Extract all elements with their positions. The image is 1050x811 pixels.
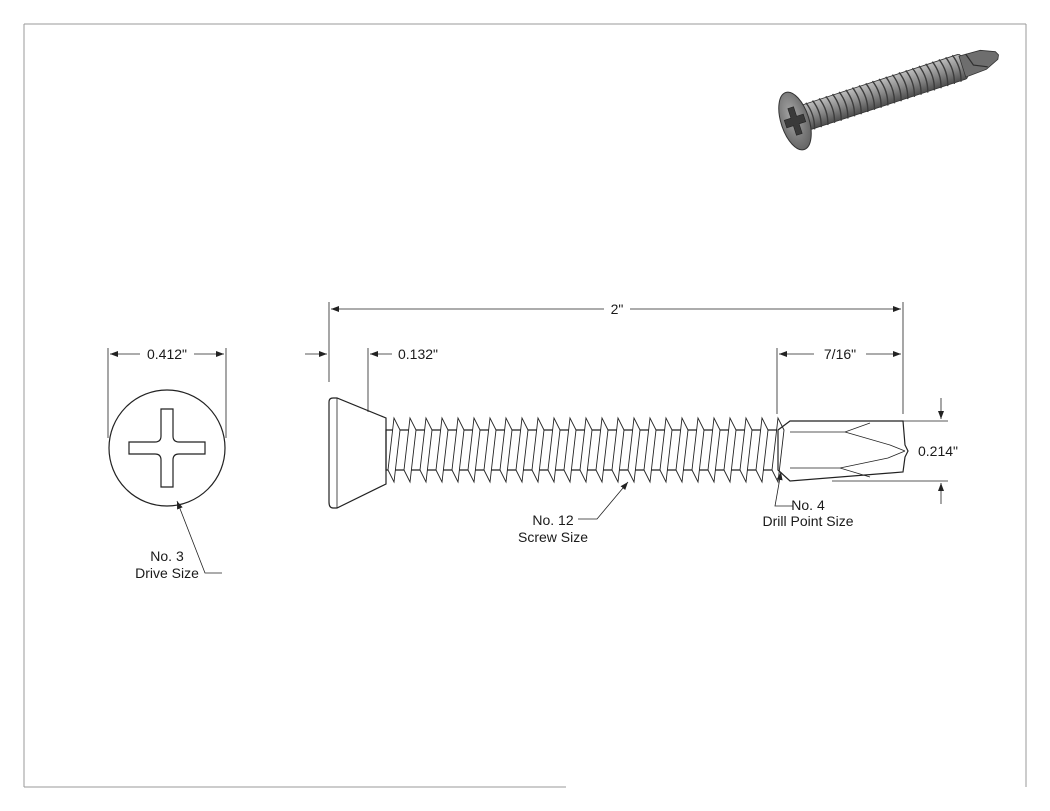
render-thread-line [911,67,922,95]
drill-point [777,420,909,482]
render-thread-line [838,91,849,119]
thread-crest [467,416,481,484]
drill-point-diameter-label: 0.214" [918,443,958,459]
thread-crest [483,416,497,484]
screw-head-profile [328,397,387,509]
screw-threads [387,416,785,484]
render-thread-line [858,85,869,113]
thread-crest [611,416,625,484]
thread-crest [643,416,657,484]
phillips-recess [128,408,206,488]
thread-crest [579,416,593,484]
render-thread-line [891,74,902,102]
thread-crest [755,416,769,484]
screw-side-view: 2" 0.132" 7/16" 0.214" No. 12 Screw Size… [305,301,958,545]
thread-crest [547,416,561,484]
thread-crest [707,416,721,484]
render-flute [965,53,988,68]
thread-crest [627,416,641,484]
thread-crest [499,416,513,484]
render-thread-line [871,80,882,108]
render-thread-line [878,78,889,106]
screw-size-leader [578,481,629,520]
drill-point-size-line1: No. 4 [791,497,825,513]
drill-point-length-label: 7/16" [824,346,856,362]
render-thread-line [925,63,936,91]
thread-crest [451,416,465,484]
head-end-view: 0.412" No. 3 Drive Size [107,346,227,581]
thread-crest [739,416,753,484]
thread-crest [531,416,545,484]
render-thread-line [945,56,956,84]
thread-crest [435,416,449,484]
overall-length-label: 2" [611,301,624,317]
render-thread-line [818,97,829,126]
screw-3d-render [778,49,999,151]
thread-crest [515,416,529,484]
head-thickness-label: 0.132" [398,346,438,362]
render-threads [805,54,962,130]
drive-size-leader [176,500,222,574]
render-drill-point [958,49,999,78]
thread-crest [403,416,417,484]
render-thread-line [851,87,862,115]
render-thread-line [938,59,949,87]
render-thread-line [831,93,842,121]
screw-size-line1: No. 12 [532,512,573,528]
drill-flute [790,422,906,478]
thread-crest [659,416,673,484]
drill-point-size-leader [774,471,793,507]
drive-size-line2: Drive Size [135,565,199,581]
render-thread-line [885,76,896,104]
render-thread-line [865,82,876,110]
head-circle [108,389,226,507]
thread-crest [387,416,401,484]
render-thread-line [951,54,962,82]
thread-crest [595,416,609,484]
render-thread-line [845,89,856,117]
head-diameter-label: 0.412" [147,346,187,362]
render-thread-line [811,100,822,128]
render-thread-line [825,95,836,123]
render-thread-line [931,61,942,89]
thread-crest [563,416,577,484]
sheet-border [23,23,1027,788]
render-thread-line [805,102,816,130]
screw-size-line2: Screw Size [518,529,588,545]
render-thread-line [898,72,909,100]
drill-point-size-line2: Drill Point Size [762,513,853,529]
render-thread-line [905,69,916,97]
thread-crest [675,416,689,484]
render-thread-line [918,65,929,93]
drive-size-line1: No. 3 [150,548,184,564]
thread-crest [691,416,705,484]
thread-crest [723,416,737,484]
thread-crest [419,416,433,484]
render-phillips-icon [783,106,807,136]
